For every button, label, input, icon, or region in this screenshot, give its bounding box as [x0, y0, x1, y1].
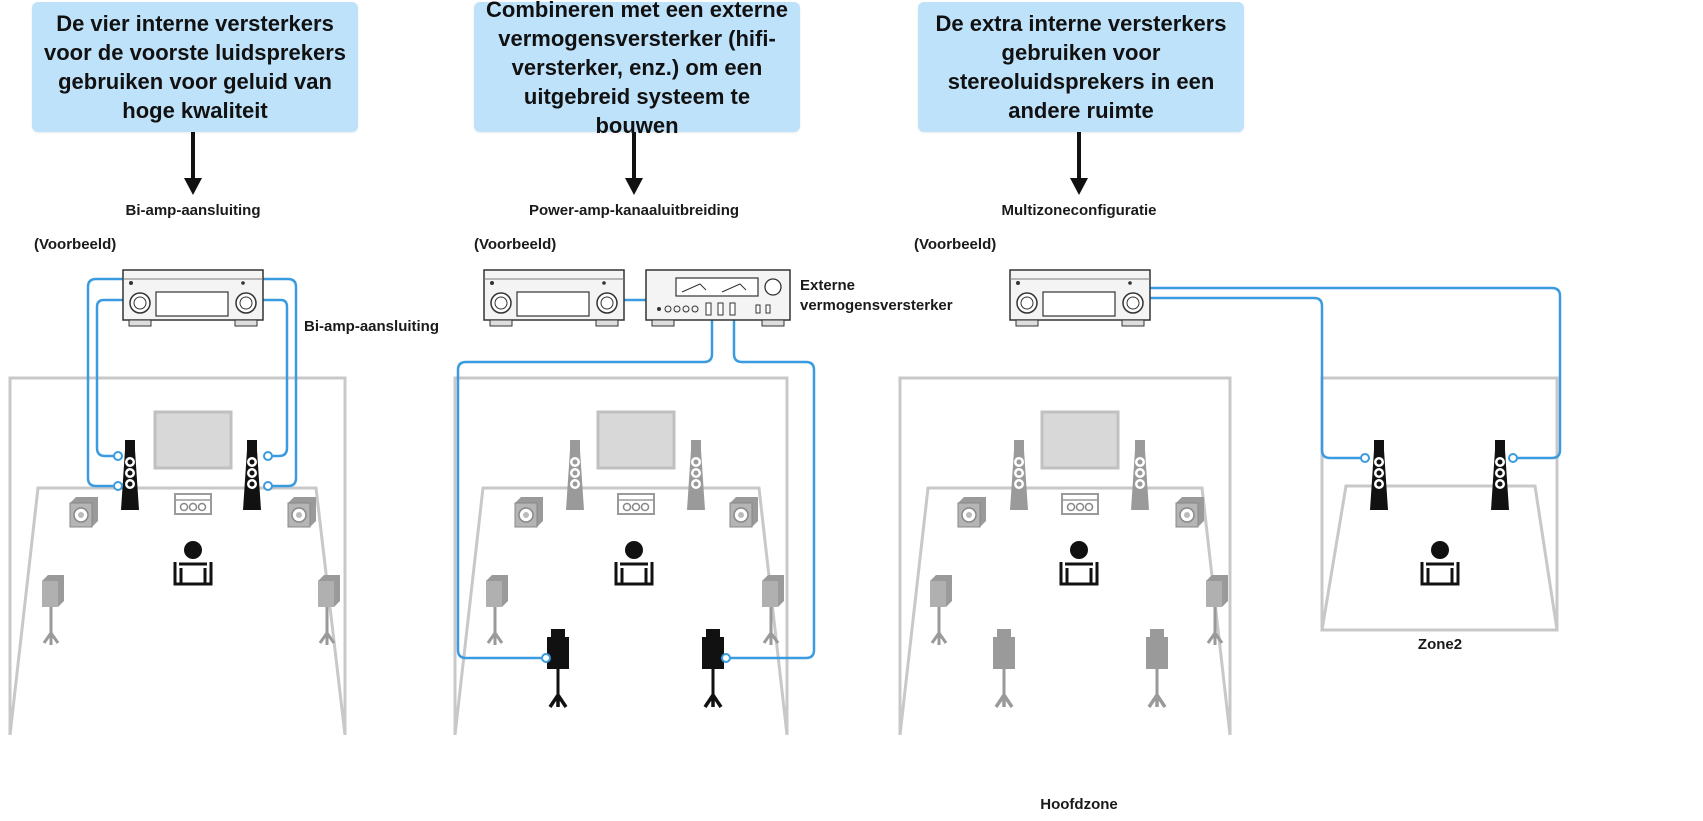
mode-label-biamp: Bi-amp-aansluiting: [125, 202, 261, 219]
external-amp-label: Externe vermogensversterker: [800, 277, 953, 314]
headline-multizone: De extra interne versterkers gebruiken v…: [935, 11, 1227, 123]
mode-label-multizone: Multizoneconfiguratie: [1001, 202, 1157, 219]
tower-speaker-icon: [566, 440, 584, 510]
tv-screen-icon: [1040, 410, 1120, 470]
room-biamp: [8, 376, 347, 736]
surround-speaker-icon: [484, 573, 510, 647]
listener-icon: [614, 539, 654, 586]
listener-icon: [173, 539, 213, 586]
av-receiver-icon: [122, 269, 264, 327]
tv-screen-icon: [153, 410, 233, 470]
headline-bubble-multizone: De extra interne versterkers gebruiken v…: [918, 2, 1244, 132]
tower-speaker-icon: [1010, 440, 1028, 510]
tower-speaker-icon: [1491, 440, 1509, 510]
rear-speaker-icon: [700, 627, 726, 709]
headline-bubble-poweramp: Combineren met een externe vermogensvers…: [474, 0, 800, 138]
example-label-multizone: (Voorbeeld): [914, 236, 997, 253]
headline-biamp: De vier interne versterkers voor de voor…: [44, 11, 346, 123]
tower-speaker-icon: [1131, 440, 1149, 510]
listener-icon: [1059, 539, 1099, 586]
cables-multizone: [1150, 286, 1562, 460]
arrow-poweramp: [625, 132, 643, 195]
center-speaker-icon: [174, 493, 212, 515]
headline-bubble-biamp: De vier interne versterkers voor de voor…: [32, 2, 358, 132]
av-receiver-icon: [483, 269, 625, 327]
room-zone2: [1320, 376, 1559, 632]
rear-speaker-icon: [991, 627, 1017, 709]
subwoofer-icon: [957, 496, 987, 528]
subwoofer-icon: [514, 496, 544, 528]
tower-speaker-icon: [121, 440, 139, 510]
tower-speaker-icon: [687, 440, 705, 510]
arrow-biamp: [184, 132, 202, 195]
main-zone-label: Hoofdzone: [1040, 796, 1118, 813]
subwoofer-icon: [729, 496, 759, 528]
zone2-label: Zone2: [1417, 636, 1463, 653]
surround-speaker-icon: [40, 573, 66, 647]
rear-speaker-icon: [545, 627, 571, 709]
center-speaker-icon: [617, 493, 655, 515]
tv-screen-icon: [596, 410, 676, 470]
cables-biamp: [86, 277, 298, 488]
center-speaker-icon: [1061, 493, 1099, 515]
headline-poweramp: Combineren met een externe vermogensvers…: [486, 0, 788, 138]
listener-icon: [1420, 539, 1460, 586]
tower-speaker-icon: [1370, 440, 1388, 510]
av-receiver-icon: [1009, 269, 1151, 327]
subwoofer-icon: [1175, 496, 1205, 528]
cables-poweramp: [456, 298, 816, 660]
example-label-poweramp: (Voorbeeld): [474, 236, 557, 253]
biamp-connection-label: Bi-amp-aansluiting: [304, 318, 440, 335]
power-amplifier-icon: [645, 269, 791, 327]
mode-label-poweramp: Power-amp-kanaaluitbreiding: [528, 202, 740, 219]
room-poweramp: [453, 376, 789, 736]
tower-speaker-icon: [243, 440, 261, 510]
subwoofer-icon: [287, 496, 317, 528]
subwoofer-icon: [69, 496, 99, 528]
example-label-biamp: (Voorbeeld): [34, 236, 117, 253]
rear-speaker-icon: [1144, 627, 1170, 709]
surround-speaker-icon: [928, 573, 954, 647]
arrow-multizone: [1070, 132, 1088, 195]
